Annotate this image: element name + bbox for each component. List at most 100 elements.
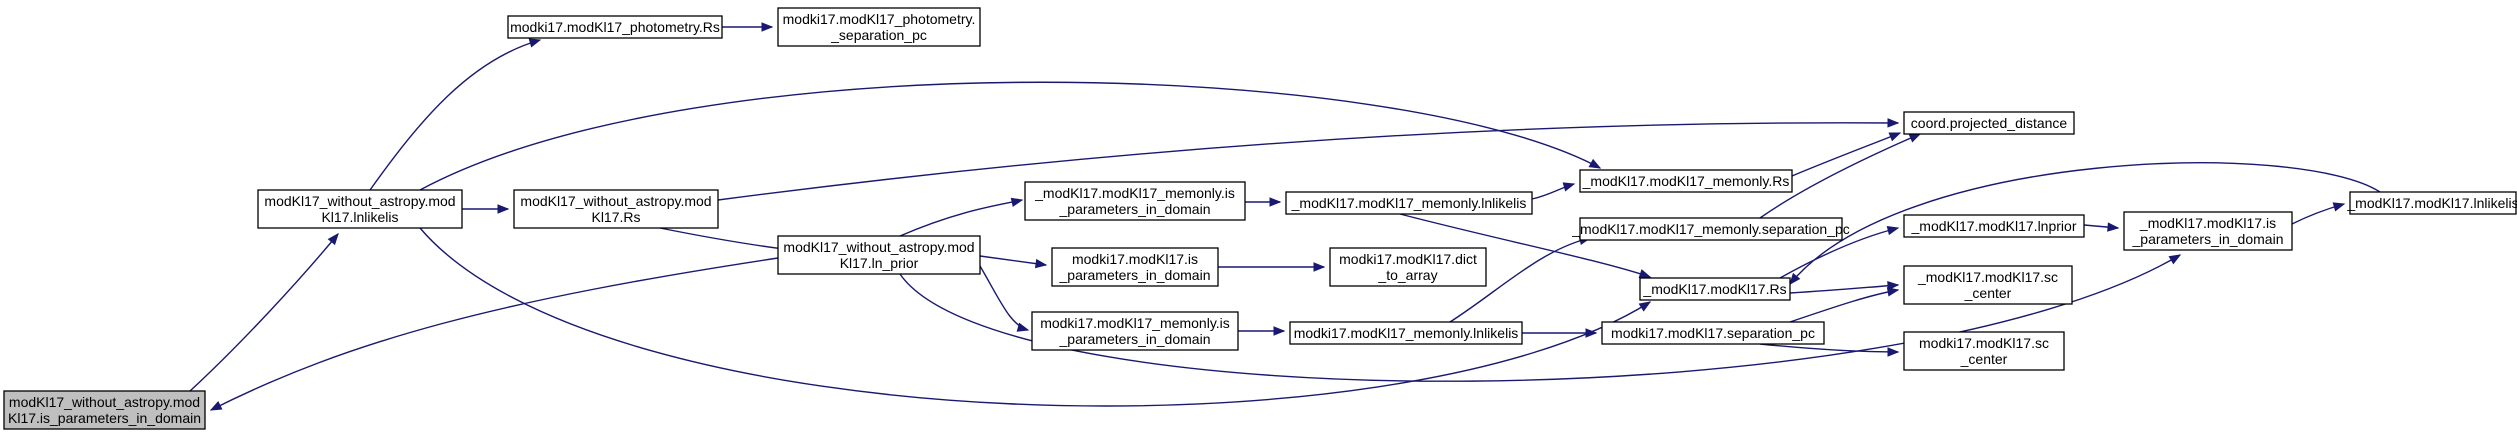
- arrowhead-wa_lnprior-to-mki_ispar: [1016, 322, 1030, 332]
- node-label-wa_lnlikelis-0: modKl17_without_astropy.mod: [264, 193, 455, 209]
- node-label-mm_sep-0: _modKl17.modKl17_memonly.separation_pc: [1571, 221, 1850, 237]
- node-mm_ispar[interactable]: _modKl17.modKl17_memonly.is_parameters_i…: [1024, 181, 1246, 221]
- edge-wa_lnlikelis-to-ph_rs: [369, 39, 541, 191]
- node-label-coord-0: coord.projected_distance: [1911, 115, 2068, 131]
- node-label-wa_rs-0: modKl17_without_astropy.mod: [520, 193, 711, 209]
- arrowhead-wa_lnlikelis-to-mm_rs: [1588, 158, 1602, 169]
- node-label-m_lnprior-0: _modKl17.modKl17.lnprior: [1911, 218, 2077, 234]
- node-wa_lnlikelis[interactable]: modKl17_without_astropy.modKl17.lnlikeli…: [257, 189, 463, 229]
- node-mki_ispar[interactable]: modki17.modKl17_memonly.is_parameters_in…: [1031, 311, 1239, 351]
- node-label-wa_rs-1: Kl17.Rs: [591, 209, 640, 225]
- node-box-mki_sep[interactable]: [1601, 321, 1825, 345]
- node-label-wa_lnprior-1: Kl17.ln_prior: [840, 255, 919, 271]
- node-label-dict_arr-1: _to_array: [1377, 267, 1437, 283]
- arrowhead-m_rs-to-m_sc: [1887, 281, 1900, 291]
- node-label-mki_sep-0: modki17.modKl17.separation_pc: [1611, 325, 1815, 341]
- node-label-mm_ispar-1: _parameters_in_domain: [1059, 201, 1211, 217]
- arrowhead-mm_sep-to-coord: [1908, 133, 1922, 143]
- node-box-wa_lnprior[interactable]: [777, 235, 981, 275]
- edge-mm_sep-to-coord: [1759, 133, 1921, 219]
- node-m_lnlikelis[interactable]: _modKl17.modKl17.lnlikelis: [2346, 191, 2517, 215]
- node-coord[interactable]: coord.projected_distance: [1903, 111, 2075, 135]
- edge-mki_sep-to-m_sc: [1789, 289, 1899, 323]
- node-box-m_lnlikelis[interactable]: [2349, 191, 2517, 215]
- node-m_ispar2[interactable]: _modKl17.modKl17.is_parameters_in_domain: [2123, 211, 2293, 251]
- node-mki_lnlikelis[interactable]: modki17.modKl17_memonly.lnlikelis: [1289, 321, 1523, 345]
- arrowhead-m_ispar-to-dict_arr: [1313, 262, 1326, 272]
- node-box-mki_sc[interactable]: [1903, 331, 2065, 371]
- arrowhead-mki_lnlikelis-to-mki_sep: [1585, 328, 1598, 338]
- edge-wa_lnprior-to-m_ispar: [979, 255, 1047, 266]
- node-wa_rs[interactable]: modKl17_without_astropy.modKl17.Rs: [513, 189, 719, 229]
- node-box-ph_rs[interactable]: [507, 15, 723, 39]
- node-ph_rs[interactable]: modki17.modKl17_photometry.Rs: [507, 15, 723, 39]
- arrowhead-wa_lnlikelis-to-ph_rs: [528, 38, 542, 48]
- edge-wa_lnlikelis-to-mm_rs: [419, 81, 1601, 191]
- edge-wa_lnprior-to-mki_ispar: [979, 265, 1029, 331]
- node-m_sc[interactable]: _modKl17.modKl17.sc_center: [1903, 265, 2073, 305]
- node-box-dict_arr[interactable]: [1329, 247, 1487, 287]
- edge-m_lnlikelis-to-m_rs: [1789, 162, 2381, 285]
- node-box-m_rs[interactable]: [1639, 277, 1791, 301]
- edge-wa_rs-to-coord: [717, 122, 1899, 201]
- arrowhead-start-to-wa_lnlikelis: [327, 232, 339, 246]
- node-box-coord[interactable]: [1903, 111, 2075, 135]
- node-m_lnprior[interactable]: _modKl17.modKl17.lnprior: [1903, 214, 2085, 238]
- node-box-wa_rs[interactable]: [513, 189, 719, 229]
- edge-wa_lnprior-to-start: [210, 257, 779, 411]
- node-mki_sep[interactable]: modki17.modKl17.separation_pc: [1601, 321, 1825, 345]
- edge-mki_lnlikelis-to-mm_sep: [1449, 237, 1591, 323]
- node-label-mm_rs-0: _modKl17.modKl17_memonly.Rs: [1582, 173, 1790, 189]
- node-box-ph_sep[interactable]: [777, 7, 981, 47]
- arrowhead-m_ispar2-to-m_lnlikelis: [2332, 202, 2346, 212]
- node-label-m_ispar-1: _parameters_in_domain: [1059, 267, 1211, 283]
- arrowhead-mki_ispar-to-mki_lnlikelis: [1273, 326, 1286, 336]
- node-box-m_ispar2[interactable]: [2123, 211, 2293, 251]
- node-label-m_sc-0: _modKl17.modKl17.sc: [1917, 269, 2058, 285]
- arrowhead-wa_lnprior-to-start: [209, 401, 223, 411]
- node-box-start[interactable]: [3, 390, 206, 430]
- node-label-m_sc-1: _center: [1964, 285, 2012, 301]
- node-label-mm_lnlikelis-0: _modKl17.modKl17_memonly.lnlikelis: [1291, 195, 1527, 211]
- edge-m_rs-to-m_sc: [1789, 284, 1899, 294]
- node-label-wa_lnlikelis-1: Kl17.lnlikelis: [321, 209, 398, 225]
- node-box-m_sc[interactable]: [1903, 265, 2073, 305]
- node-dict_arr[interactable]: modki17.modKl17.dict_to_array: [1329, 247, 1487, 287]
- edge-mm_rs-to-coord: [1791, 132, 1901, 177]
- node-mm_sep[interactable]: _modKl17.modKl17_memonly.separation_pc: [1571, 217, 1850, 241]
- node-box-wa_lnlikelis[interactable]: [257, 189, 463, 229]
- node-mm_rs[interactable]: _modKl17.modKl17_memonly.Rs: [1579, 169, 1793, 193]
- node-label-ph_rs-0: modki17.modKl17_photometry.Rs: [510, 19, 720, 35]
- arrowhead-ph_rs-to-ph_sep: [761, 22, 774, 32]
- node-label-m_ispar2-0: _modKl17.modKl17.is: [2139, 215, 2276, 231]
- node-box-m_ispar[interactable]: [1051, 247, 1219, 287]
- node-box-mki_lnlikelis[interactable]: [1289, 321, 1523, 345]
- node-box-mm_sep[interactable]: [1579, 217, 1843, 241]
- arrowhead-mm_ispar-to-mm_lnlikelis: [1269, 197, 1282, 207]
- node-label-mki_sc-1: _center: [1960, 351, 2008, 367]
- node-m_rs[interactable]: _modKl17.modKl17.Rs: [1639, 277, 1791, 301]
- node-box-mm_ispar[interactable]: [1024, 181, 1246, 221]
- node-mm_lnlikelis[interactable]: _modKl17.modKl17_memonly.lnlikelis: [1285, 191, 1533, 215]
- node-label-ph_sep-0: modki17.modKl17_photometry.: [783, 11, 976, 27]
- arrowhead-wa_lnlikelis-to-wa_rs: [497, 204, 510, 214]
- node-label-mki_ispar-0: modki17.modKl17_memonly.is: [1040, 315, 1230, 331]
- nodes: modKl17_without_astropy.modKl17.is_param…: [3, 7, 2517, 430]
- node-label-start-0: modKl17_without_astropy.mod: [9, 394, 200, 410]
- edge-mki_sep-to-mki_sc: [1759, 343, 1899, 353]
- arrowhead-m_lnprior-to-m_ispar2: [2107, 222, 2120, 232]
- node-mki_sc[interactable]: modki17.modKl17.sc_center: [1903, 331, 2065, 371]
- node-start[interactable]: modKl17_without_astropy.modKl17.is_param…: [3, 390, 206, 430]
- node-box-mm_rs[interactable]: [1579, 169, 1793, 193]
- node-m_ispar[interactable]: modki17.modKl17.is_parameters_in_domain: [1051, 247, 1219, 287]
- arrowhead-mm_lnlikelis-to-m_rs: [1638, 269, 1652, 279]
- node-box-mki_ispar[interactable]: [1031, 311, 1239, 351]
- node-ph_sep[interactable]: modki17.modKl17_photometry._separation_p…: [777, 7, 981, 47]
- node-label-mki_ispar-1: _parameters_in_domain: [1059, 331, 1211, 347]
- node-wa_lnprior[interactable]: modKl17_without_astropy.modKl17.ln_prior: [777, 235, 981, 275]
- node-label-m_ispar-0: modki17.modKl17.is: [1072, 251, 1198, 267]
- node-box-m_lnprior[interactable]: [1903, 214, 2085, 238]
- node-label-dict_arr-0: modki17.modKl17.dict: [1339, 251, 1477, 267]
- node-box-mm_lnlikelis[interactable]: [1285, 191, 1533, 215]
